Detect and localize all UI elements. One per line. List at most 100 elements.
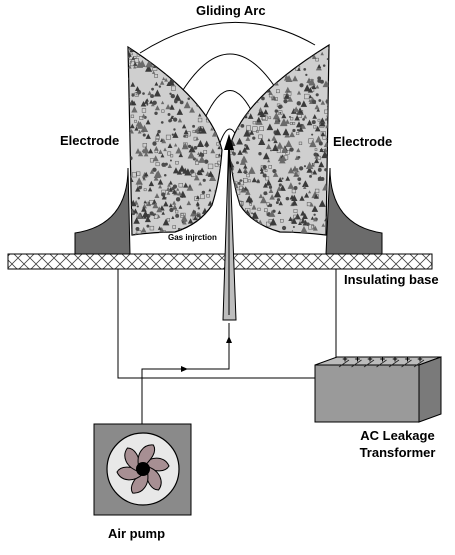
electrode-speckle xyxy=(163,201,169,207)
electrode-speckle xyxy=(161,49,169,57)
electrode-speckle xyxy=(196,47,203,50)
electrode-speckle xyxy=(220,196,222,201)
electrode-speckle xyxy=(259,72,264,77)
electrode-speckle xyxy=(204,140,210,146)
electrode-speckle xyxy=(245,64,249,69)
electrode-speckle xyxy=(218,47,222,51)
electrode-speckle xyxy=(293,209,298,213)
electrode-speckle xyxy=(140,226,147,233)
transformer-terminal-line xyxy=(351,359,362,368)
electrode-speckle xyxy=(183,129,189,135)
electrode-speckle xyxy=(310,216,315,220)
electrode-speckle xyxy=(239,185,243,190)
electrode-speckle xyxy=(198,181,203,186)
electrode-speckle xyxy=(224,124,228,128)
electrode-speckle xyxy=(316,108,320,112)
electrode-speckle xyxy=(274,68,279,73)
electrode-speckle xyxy=(155,162,160,167)
electrode-speckle xyxy=(220,123,222,129)
electrode-speckle xyxy=(221,78,222,83)
electrode-speckle xyxy=(274,128,282,136)
electrode-speckle xyxy=(217,194,222,199)
electrode-speckle xyxy=(269,194,275,200)
electrode-speckle xyxy=(268,73,273,78)
electrode-speckle xyxy=(183,101,191,109)
transformer-front xyxy=(314,364,420,423)
electrode-speckle xyxy=(157,50,161,54)
electrode-speckle xyxy=(222,181,224,183)
electrode-speckle xyxy=(150,94,154,99)
electrode-speckle xyxy=(178,152,184,158)
electrode-speckle xyxy=(244,46,249,51)
electrode-speckle xyxy=(282,54,287,59)
electrode-speckle xyxy=(258,137,266,145)
electrode-speckle xyxy=(243,129,251,137)
electrode-speckle xyxy=(221,213,222,218)
electrode-speckle xyxy=(192,56,197,61)
electrode-speckle xyxy=(279,184,286,191)
electrode-speckle xyxy=(319,117,326,124)
electrode-speckle xyxy=(285,75,293,83)
electrode-speckle xyxy=(252,126,258,132)
electrode-speckle xyxy=(313,217,318,222)
electrode-speckle xyxy=(309,139,317,148)
fan-blade xyxy=(137,444,156,468)
electrode-speckle xyxy=(271,96,275,100)
electrode-speckle xyxy=(272,45,279,51)
electrode-speckle xyxy=(247,68,253,74)
electrode-speckle xyxy=(219,116,222,120)
electrode-speckle xyxy=(137,197,140,200)
electrode-speckle xyxy=(152,64,157,68)
electrode-speckle xyxy=(315,135,323,143)
electrode-speckle xyxy=(275,65,282,72)
electrode-speckle xyxy=(311,225,315,229)
wire-left-electrode xyxy=(117,269,316,379)
electrode-speckle xyxy=(213,118,218,123)
electrode-speckle xyxy=(275,54,280,59)
electrode-speckle xyxy=(129,47,134,52)
electrode-speckle xyxy=(146,201,152,207)
electrode-speckle xyxy=(272,171,279,177)
electrode-speckle xyxy=(158,85,162,88)
electrode-speckle xyxy=(220,116,222,121)
electrode-speckle xyxy=(181,123,187,129)
electrode-speckle xyxy=(299,195,305,201)
electrode-speckle xyxy=(205,220,210,225)
electrode-speckle xyxy=(252,121,256,125)
electrode-speckle xyxy=(139,116,144,120)
electrode-speckle xyxy=(278,63,287,71)
electrode-speckle xyxy=(314,104,320,110)
electrode-speckle xyxy=(154,111,158,115)
electrode-speckle xyxy=(292,225,295,228)
electrode-speckle xyxy=(181,55,186,60)
electrode-speckle xyxy=(152,141,157,146)
electrode-speckle xyxy=(195,126,202,133)
electrode-speckle xyxy=(321,223,326,227)
electrode-speckle xyxy=(207,53,212,58)
electrode-speckle xyxy=(216,61,222,67)
electrode-speckle xyxy=(239,63,246,71)
electrode-speckle xyxy=(301,213,308,219)
electrode-speckle xyxy=(250,89,257,96)
electrode-speckle xyxy=(178,59,186,67)
electrode-speckle xyxy=(130,52,133,56)
arrow-up-icon xyxy=(224,134,234,150)
electrode-speckle xyxy=(265,179,272,186)
electrode-speckle xyxy=(180,50,186,56)
electrode-speckle xyxy=(265,51,269,55)
electrode-speckle xyxy=(244,144,250,150)
electrode-speckle xyxy=(257,228,261,232)
electrode-speckle xyxy=(218,208,222,215)
electrode-speckle xyxy=(275,201,279,205)
ac-leakage-transformer: +++++++ xyxy=(314,354,442,423)
electrode-speckle xyxy=(215,213,221,219)
electrode-speckle xyxy=(165,49,173,57)
electrode-speckle xyxy=(310,171,314,175)
transformer-terminal-line xyxy=(363,359,375,368)
electrode-speckle xyxy=(274,74,278,78)
electrode-speckle xyxy=(186,228,190,232)
electrode-speckle xyxy=(182,167,189,174)
electrode-speckle xyxy=(251,211,259,219)
electrode-speckle xyxy=(166,47,172,50)
